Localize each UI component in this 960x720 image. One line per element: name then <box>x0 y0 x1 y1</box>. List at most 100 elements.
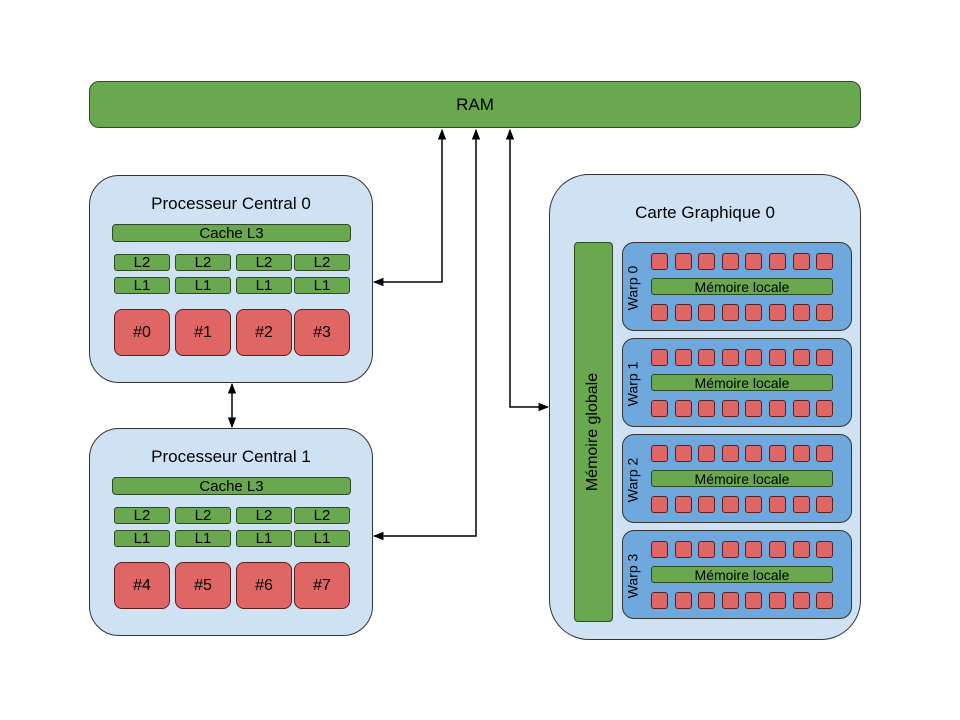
thread-cell <box>792 304 810 321</box>
cpu-core: #4 <box>114 562 170 609</box>
thread-cell <box>769 304 786 321</box>
thread-cell <box>698 253 716 270</box>
thread-cell <box>651 592 668 609</box>
cpu-core: #5 <box>175 562 231 609</box>
cache-l1: L1 <box>294 530 350 547</box>
thread-cell <box>698 496 716 513</box>
cpu-1-panel: Processeur Central 1 Cache L3 L2 L2 L2 L… <box>89 428 373 636</box>
arrow-cpu0-ram <box>372 128 447 287</box>
thread-cell <box>651 541 668 558</box>
thread-cell <box>721 592 739 609</box>
warp-label: Warp 1 <box>624 361 641 406</box>
thread-cell <box>769 445 786 462</box>
cache-l1: L1 <box>294 277 350 294</box>
thread-cell <box>745 496 763 513</box>
warp-label: Warp 0 <box>624 265 641 310</box>
thread-cell <box>698 349 716 366</box>
cache-l1: L1 <box>236 530 292 547</box>
arrow-gpu-ram <box>505 128 550 412</box>
thread-cell <box>816 253 834 270</box>
thread-cell <box>769 592 786 609</box>
thread-cell <box>816 349 834 366</box>
local-memory: Mémoire locale <box>651 470 833 487</box>
thread-cell <box>651 349 668 366</box>
thread-cell <box>674 592 692 609</box>
cache-l2: L2 <box>175 507 231 524</box>
thread-cell <box>674 253 692 270</box>
cpu-core: #7 <box>294 562 350 609</box>
thread-cell <box>816 304 834 321</box>
global-memory: Mémoire globale <box>574 242 613 622</box>
cache-l3: Cache L3 <box>112 477 351 495</box>
warp-panel: Warp 1 Mémoire locale <box>622 338 852 427</box>
thread-cell <box>674 541 692 558</box>
thread-cell <box>674 445 692 462</box>
warp-panel: Warp 0 Mémoire locale <box>622 242 852 331</box>
cache-l1: L1 <box>175 277 231 294</box>
thread-cell <box>745 400 763 417</box>
thread-cell <box>721 496 739 513</box>
thread-cell <box>792 445 810 462</box>
thread-cell <box>769 541 786 558</box>
thread-cell <box>745 445 763 462</box>
cache-l1: L1 <box>236 277 292 294</box>
local-memory: Mémoire locale <box>651 278 833 295</box>
ram-bar: RAM <box>89 81 861 128</box>
thread-cell <box>674 304 692 321</box>
thread-cell <box>816 445 834 462</box>
cache-l1: L1 <box>114 277 170 294</box>
thread-cell <box>698 445 716 462</box>
cache-l2: L2 <box>294 507 350 524</box>
thread-cell <box>674 400 692 417</box>
thread-cell <box>792 592 810 609</box>
thread-cell <box>792 253 810 270</box>
thread-cell <box>721 400 739 417</box>
cpu-core: #3 <box>294 309 350 356</box>
arrow-cpu1-ram <box>372 128 481 541</box>
thread-cell <box>745 592 763 609</box>
thread-cell <box>674 349 692 366</box>
thread-cell <box>816 400 834 417</box>
cache-l1: L1 <box>175 530 231 547</box>
cache-l2: L2 <box>294 254 350 271</box>
thread-cell <box>769 349 786 366</box>
cpu-title: Processeur Central 0 <box>151 194 311 213</box>
thread-cell <box>792 496 810 513</box>
cache-l2: L2 <box>236 254 292 271</box>
thread-cell <box>698 400 716 417</box>
cache-l1: L1 <box>114 530 170 547</box>
thread-cell <box>792 541 810 558</box>
thread-cell <box>721 349 739 366</box>
cpu-core: #1 <box>175 309 231 356</box>
warp-label: Warp 3 <box>624 553 641 598</box>
thread-cell <box>651 253 668 270</box>
thread-cell <box>745 253 763 270</box>
local-memory: Mémoire locale <box>651 374 833 391</box>
thread-cell <box>651 445 668 462</box>
cache-l2: L2 <box>175 254 231 271</box>
warp-panel: Warp 2 Mémoire locale <box>622 434 852 523</box>
thread-cell <box>651 304 668 321</box>
thread-cell <box>792 349 810 366</box>
thread-cell <box>792 400 810 417</box>
thread-cell <box>721 304 739 321</box>
global-memory-label: Mémoire globale <box>584 372 602 492</box>
cpu-core: #2 <box>236 309 292 356</box>
warp-label: Warp 2 <box>624 457 641 502</box>
thread-cell <box>745 304 763 321</box>
thread-cell <box>651 496 668 513</box>
thread-cell <box>721 541 739 558</box>
thread-cell <box>674 496 692 513</box>
cpu-title: Processeur Central 1 <box>151 447 311 466</box>
cache-l2: L2 <box>236 507 292 524</box>
thread-cell <box>769 400 786 417</box>
local-memory: Mémoire locale <box>651 566 833 583</box>
thread-cell <box>816 496 834 513</box>
warp-panel: Warp 3 Mémoire locale <box>622 530 852 619</box>
cache-l3: Cache L3 <box>112 224 351 242</box>
cpu-core: #0 <box>114 309 170 356</box>
thread-cell <box>651 400 668 417</box>
thread-cell <box>816 541 834 558</box>
cache-l2: L2 <box>114 254 170 271</box>
